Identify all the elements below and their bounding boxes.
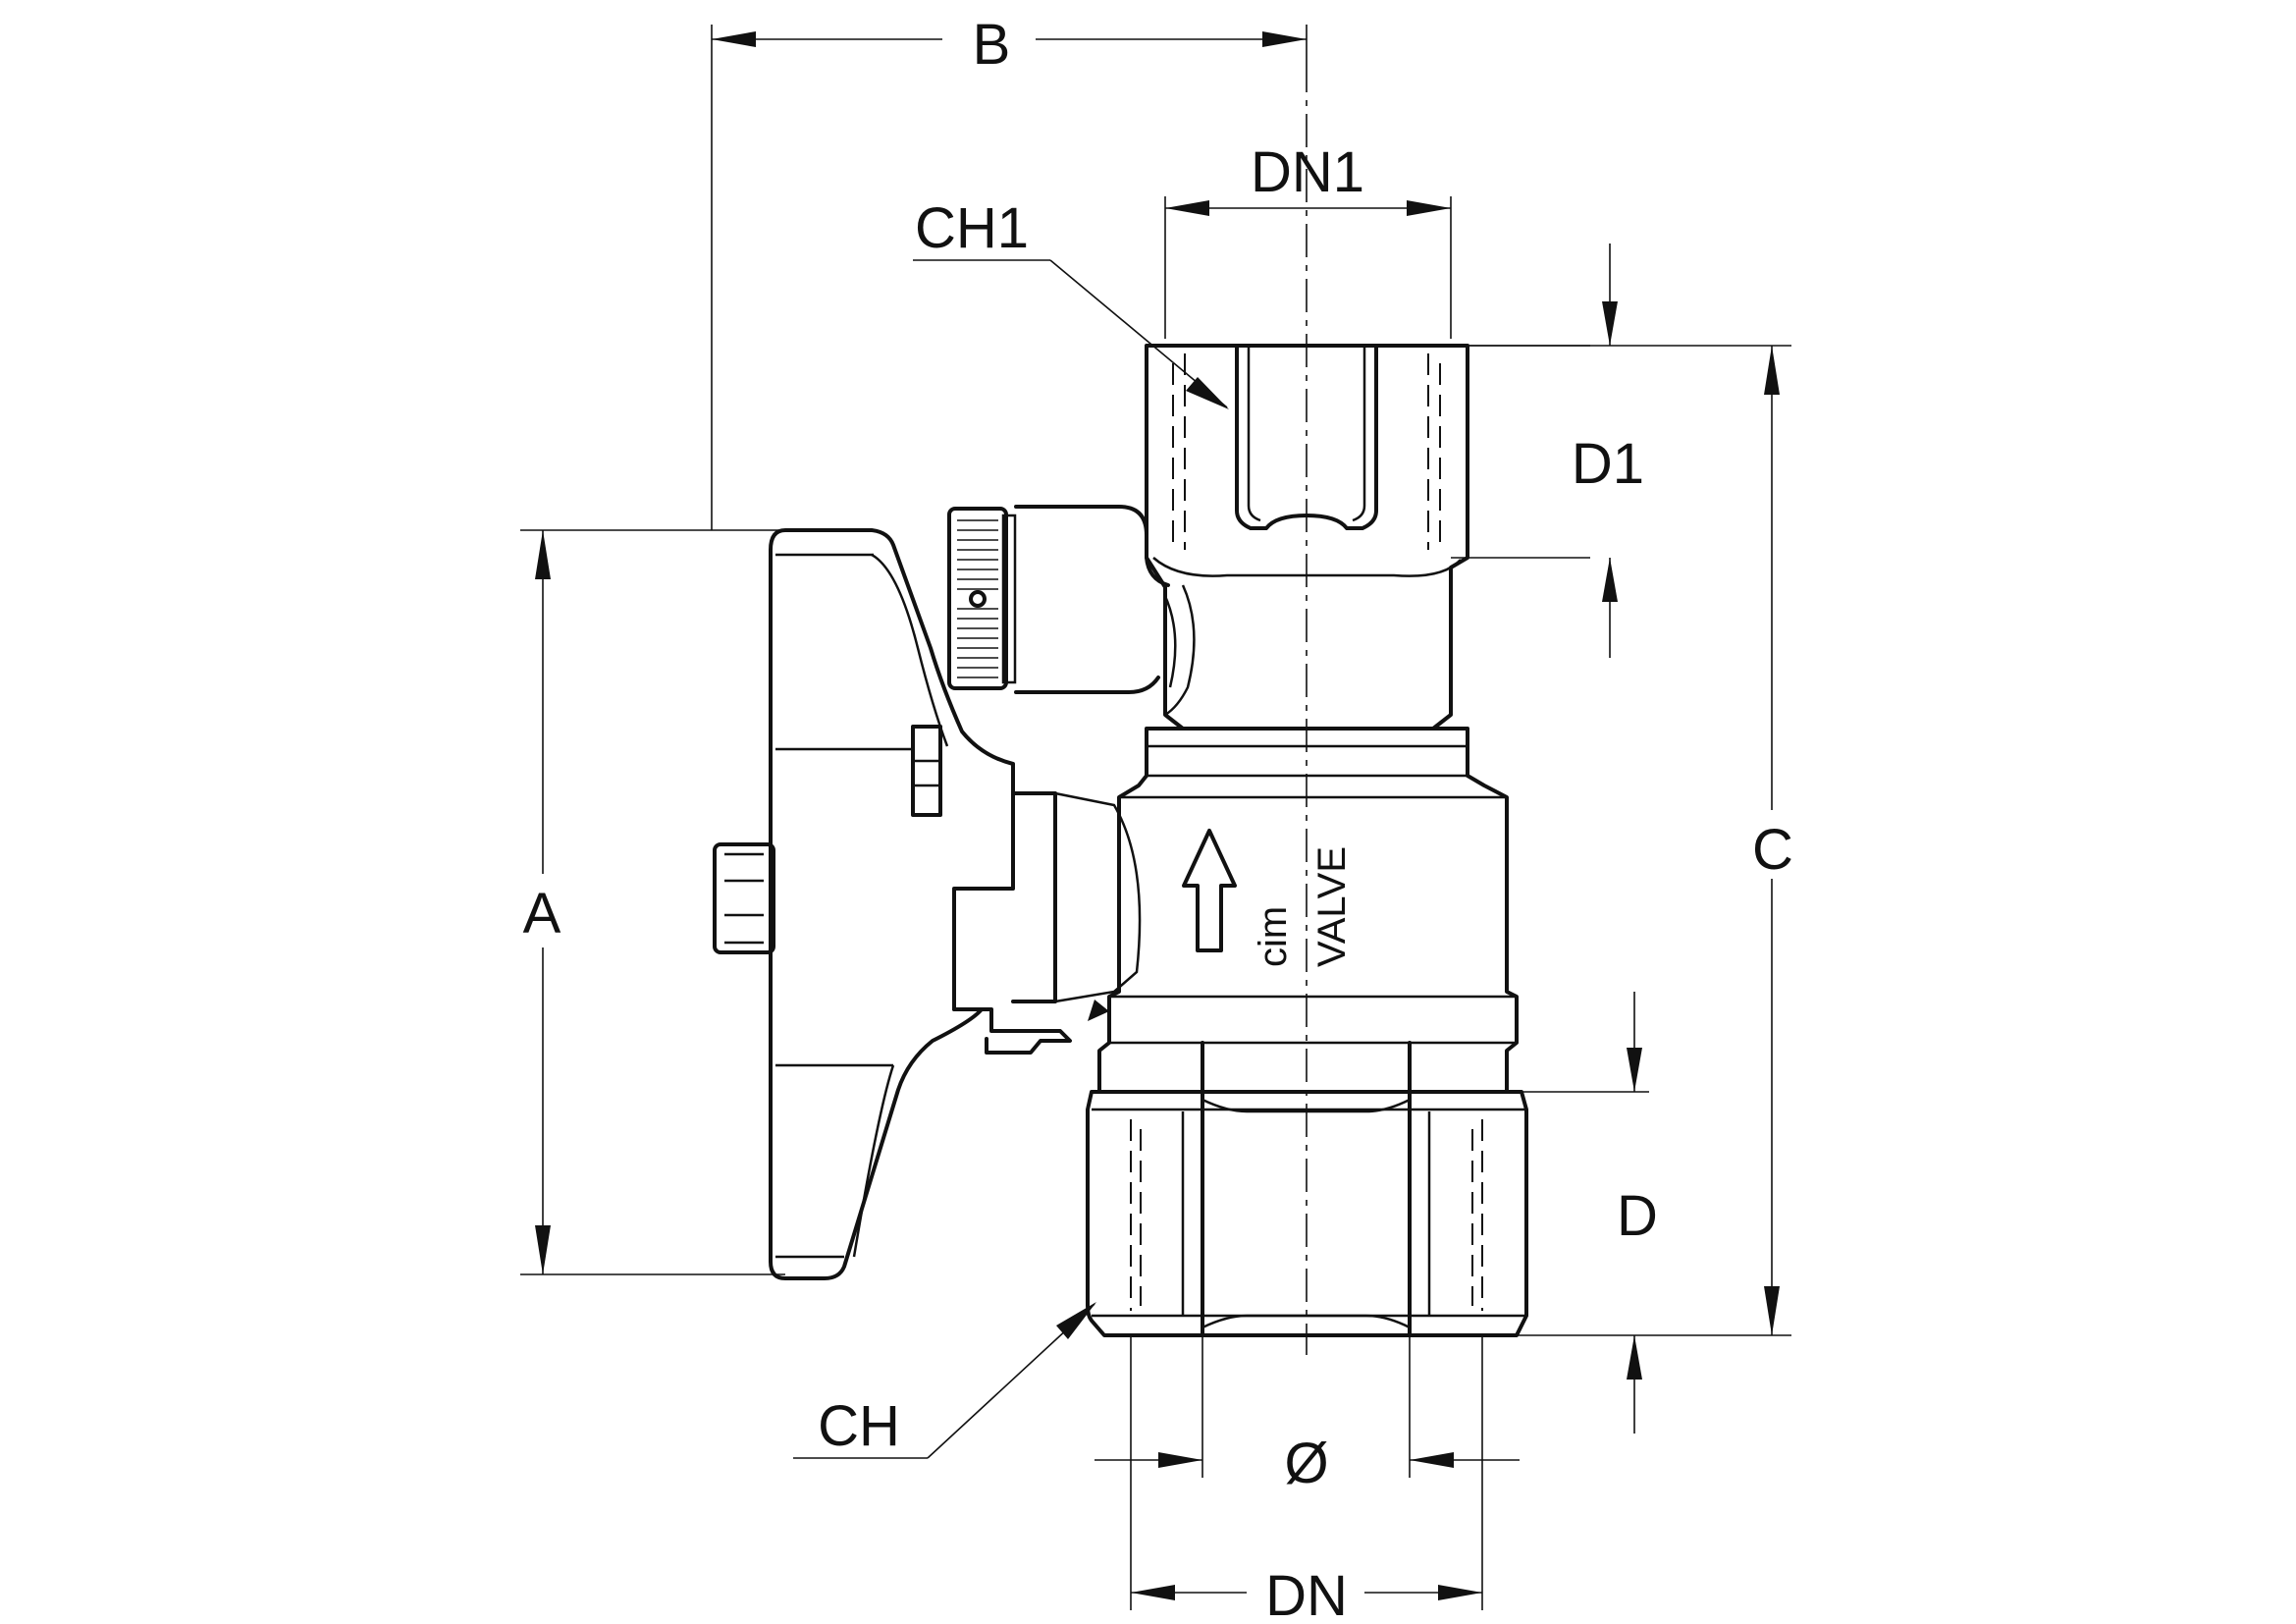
label-c: C <box>1752 818 1793 882</box>
label-d: D <box>1617 1184 1658 1248</box>
bottom-fitting <box>1086 1041 1528 1337</box>
brand-marking: cim <box>1252 906 1295 967</box>
dimension-dn1: DN1 <box>1164 140 1452 339</box>
label-ch1: CH1 <box>915 196 1029 260</box>
cap-hole <box>969 590 987 608</box>
dimension-b: B <box>711 13 1308 530</box>
dimension-d1: D1 <box>1451 244 1644 658</box>
dimension-dn: DN <box>1130 1335 1483 1624</box>
dimension-d: D <box>1507 992 1658 1434</box>
flow-arrow-icon <box>1182 829 1237 952</box>
label-a: A <box>523 882 561 946</box>
label-dn: DN <box>1265 1564 1348 1624</box>
handle-nut <box>713 842 775 954</box>
dimension-a: A <box>520 529 785 1275</box>
label-b: B <box>973 13 1011 77</box>
dimension-c: C <box>1451 345 1793 1336</box>
product-marking: VALVE <box>1310 846 1354 967</box>
handle-stop-tab <box>911 725 942 817</box>
label-dn1: DN1 <box>1251 140 1364 204</box>
side-outlet <box>947 505 1196 717</box>
knurling <box>957 519 998 678</box>
leader-ch1: CH1 <box>913 196 1229 409</box>
leader-ch: CH <box>793 1302 1096 1459</box>
butterfly-handle <box>713 528 1109 1280</box>
label-ch: CH <box>818 1394 900 1458</box>
valve-body: cim VALVE <box>1097 727 1519 1094</box>
label-phi: Ø <box>1284 1432 1328 1495</box>
label-d1: D1 <box>1572 432 1644 496</box>
